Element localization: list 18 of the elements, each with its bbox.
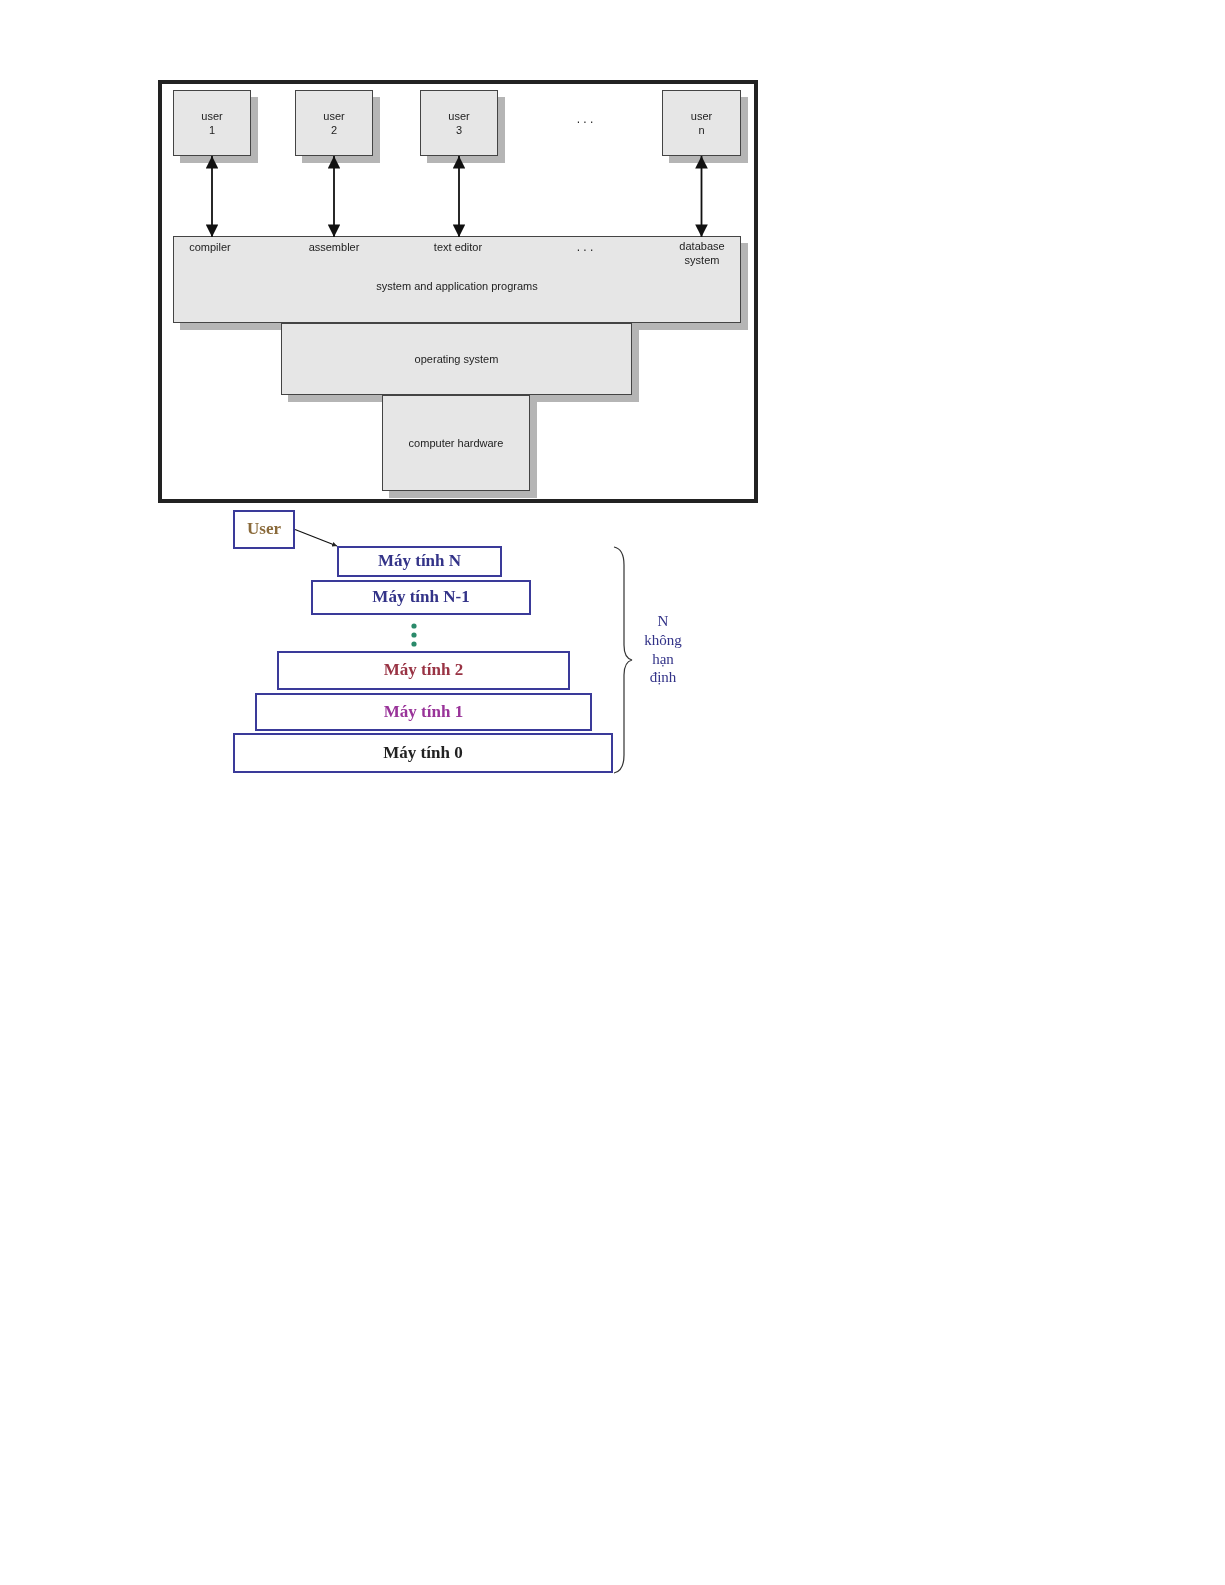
machine-level-box: Máy tính 2 [277, 651, 570, 690]
double-arrow [695, 155, 708, 238]
user-box: User [233, 510, 295, 549]
note-text: N không hạn định [643, 612, 683, 687]
program-label: text editor [413, 238, 503, 256]
program-label: assembler [294, 238, 374, 256]
machine-level-box: Máy tính 1 [255, 693, 592, 731]
double-arrow [327, 155, 341, 238]
connector-line [294, 528, 338, 547]
double-arrow [452, 155, 466, 238]
program-label: compiler [180, 238, 240, 256]
program-label: database system [662, 238, 742, 268]
machine-level-box: Máy tính 0 [233, 733, 613, 773]
double-arrow [205, 155, 219, 238]
ellipsis-text: . . . [575, 112, 595, 126]
ellipsis-text: . . . [575, 240, 595, 254]
machine-level-box: Máy tính N-1 [311, 580, 531, 615]
machine-level-box: Máy tính N [337, 546, 502, 577]
